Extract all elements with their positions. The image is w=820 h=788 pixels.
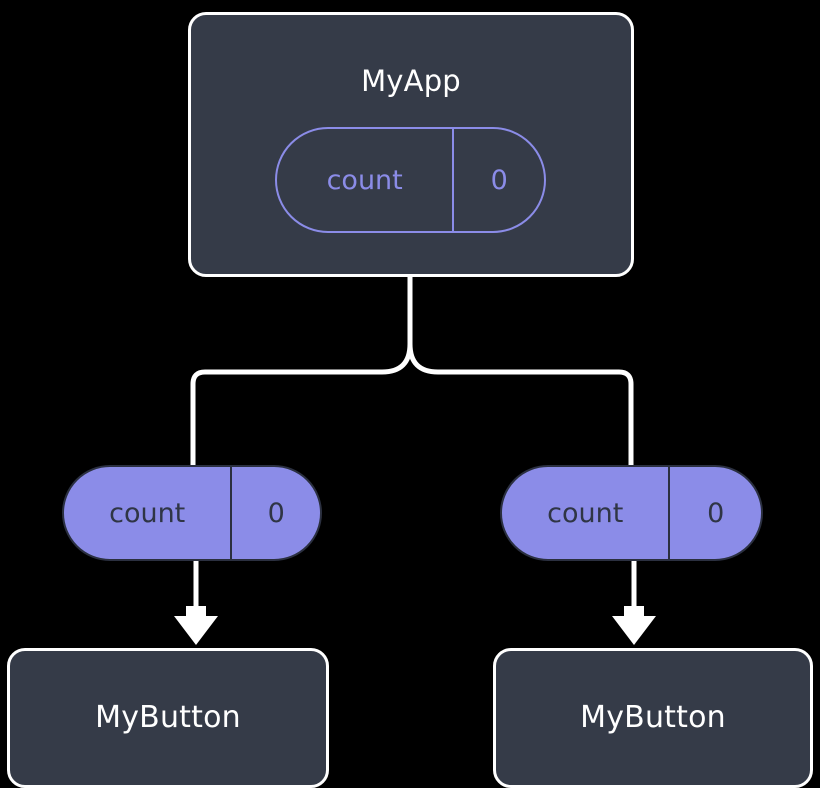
component-box-mybutton-0[interactable]: MyButton (7, 648, 329, 788)
state-pill-root[interactable]: count 0 (275, 127, 546, 233)
component-title-myapp: MyApp (361, 64, 461, 98)
component-title-mybutton-0: MyButton (95, 700, 241, 735)
prop-pill-child-1-key: count (502, 467, 671, 559)
diagram-canvas: MyApp count 0 count 0 count 0 MyButton M… (7, 12, 813, 788)
component-box-mybutton-1[interactable]: MyButton (493, 648, 813, 788)
prop-pill-child-1[interactable]: count 0 (500, 465, 763, 561)
prop-pill-child-0[interactable]: count 0 (62, 465, 322, 561)
state-pill-root-value: 0 (490, 164, 508, 196)
component-title-mybutton-1: MyButton (580, 700, 726, 735)
state-pill-root-key: count (277, 129, 455, 231)
connector-fork-path-right (407, 341, 634, 473)
prop-pill-child-0-key: count (64, 467, 233, 559)
connector-fork-path (190, 274, 413, 473)
prop-arrow-head-1 (612, 606, 656, 645)
prop-pill-child-0-value: 0 (267, 497, 285, 529)
prop-arrow-head-0 (174, 606, 218, 645)
prop-pill-child-1-value: 0 (707, 497, 725, 529)
